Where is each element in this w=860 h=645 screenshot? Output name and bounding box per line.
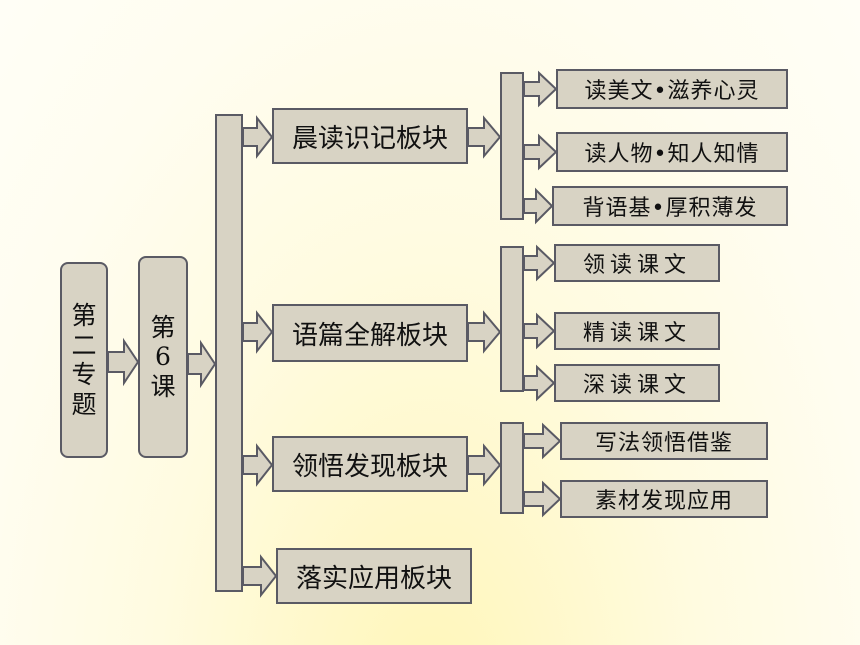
lesson-char: 课: [150, 371, 176, 401]
section-box-text-analysis: 语篇全解板块: [272, 304, 468, 362]
leaf-box: 领读课文: [554, 244, 720, 282]
section-label: 落实应用板块: [295, 563, 452, 594]
arrow-right-icon: [467, 115, 502, 159]
section-box-insight-discovery: 领悟发现板块: [272, 436, 468, 492]
leaf-label: 深读课文: [582, 373, 691, 398]
arrow-right-icon: [242, 310, 274, 354]
leaf-label: 读美文•滋养心灵: [584, 79, 760, 104]
leaf-label: 背语基•厚积薄发: [582, 196, 758, 221]
section-box-morning-reading: 晨读识记板块: [272, 108, 468, 164]
leaf-label: 领读课文: [582, 253, 691, 278]
arrow-right-icon: [187, 339, 217, 389]
arrow-right-icon: [523, 364, 556, 402]
arrow-right-icon: [523, 244, 556, 282]
leaf-label: 素材发现应用: [594, 489, 733, 514]
arrow-right-icon: [242, 554, 278, 598]
arrow-right-icon: [523, 133, 558, 171]
leaf-box: 背语基•厚积薄发: [552, 186, 788, 226]
arrow-right-icon: [467, 310, 502, 354]
leaf-label: 读人物•知人知情: [584, 142, 760, 167]
leaf-box: 深读课文: [554, 364, 720, 402]
lesson-char: 6: [155, 342, 171, 372]
leaf-label: 精读课文: [582, 321, 691, 346]
lesson-char: 第: [150, 312, 176, 342]
leaf-box: 读人物•知人知情: [556, 132, 788, 172]
arrow-right-icon: [107, 337, 140, 387]
lesson-box: 第 6 课: [138, 256, 188, 458]
root-topic-box: 第 二 专 题: [60, 262, 108, 458]
leaf-box: 写法领悟借鉴: [560, 422, 768, 460]
leaf-box: 精读课文: [554, 312, 720, 350]
root-char: 二: [71, 330, 97, 360]
arrow-right-icon: [467, 443, 502, 487]
leaf-label: 写法领悟借鉴: [594, 431, 733, 456]
arrow-right-icon: [242, 115, 274, 159]
leaf-box: 素材发现应用: [560, 480, 768, 518]
root-char: 第: [71, 301, 97, 330]
leaf-box: 读美文•滋养心灵: [556, 69, 788, 109]
section-label: 领悟发现板块: [291, 451, 448, 482]
sub-bracket-bar-2: [500, 246, 524, 392]
arrow-right-icon: [242, 443, 274, 487]
section-box-application: 落实应用板块: [276, 548, 472, 604]
arrow-right-icon: [523, 187, 554, 225]
section-label: 语篇全解板块: [291, 320, 448, 351]
section-label: 晨读识记板块: [291, 123, 448, 154]
arrow-right-icon: [523, 480, 562, 518]
root-char: 专: [71, 360, 97, 389]
sub-bracket-bar-1: [500, 72, 524, 220]
sub-bracket-bar-3: [500, 422, 524, 514]
main-bracket-bar: [215, 114, 243, 592]
arrow-right-icon: [523, 70, 558, 108]
root-char: 题: [71, 389, 97, 419]
arrow-right-icon: [523, 312, 556, 350]
arrow-right-icon: [523, 422, 562, 460]
